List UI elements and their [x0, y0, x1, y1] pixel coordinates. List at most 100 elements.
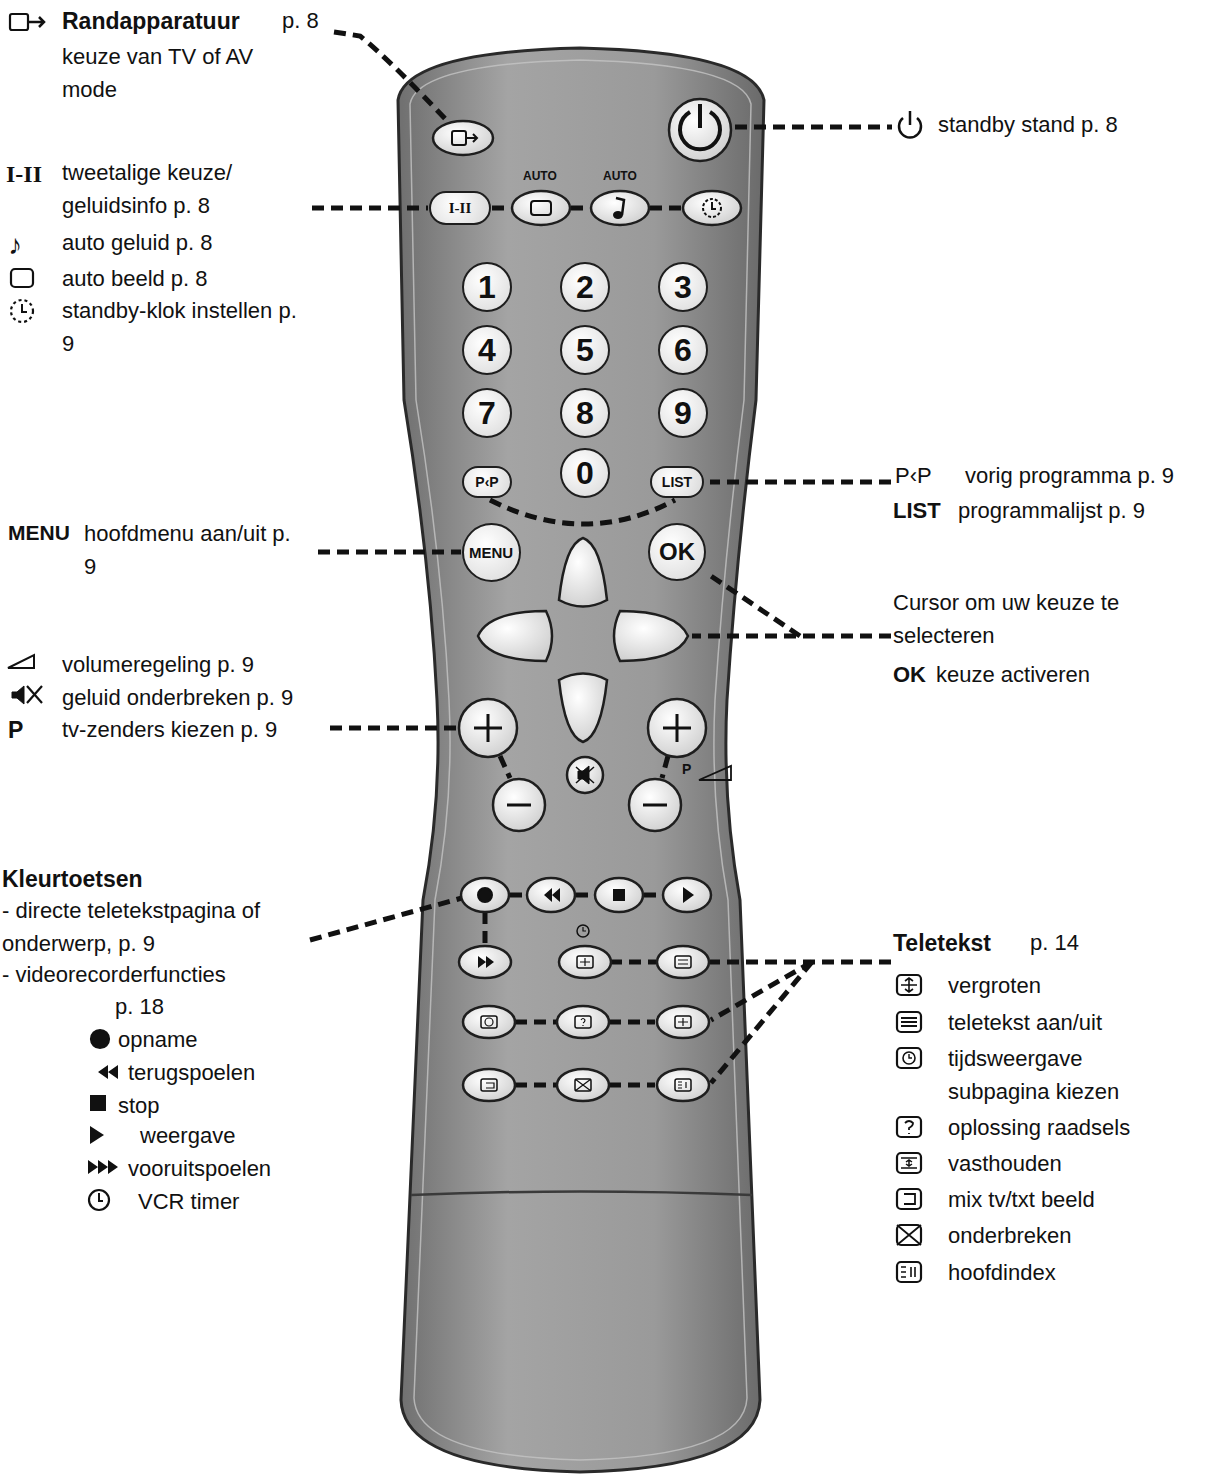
button-symbol-part: [481, 1016, 497, 1028]
button-label: MENU: [469, 544, 513, 561]
remote-button-part: [463, 1006, 515, 1038]
legend-icon-part: [99, 1193, 103, 1201]
callout-heading: AUTO: [603, 170, 637, 183]
remote-button-part: [463, 1069, 515, 1101]
callout-text: tijdsweergave subpagina kiezen: [948, 1042, 1163, 1108]
remote-button-part: [614, 611, 688, 661]
remote-button: LIST: [650, 466, 704, 498]
callout-text: geluid onderbreken p. 9: [62, 681, 293, 714]
legend-icon-part: [91, 1030, 109, 1048]
remote-button: 8: [560, 388, 610, 438]
callout-text: p. 18: [115, 990, 164, 1023]
legend-icon-part: [901, 978, 917, 992]
remote-button-part: [657, 946, 709, 978]
legend-icon-part: [12, 686, 24, 704]
callout-text: onderbreken: [948, 1219, 1072, 1252]
button-symbol-part: [474, 714, 691, 742]
callout-text: auto geluid p. 8: [62, 226, 212, 259]
leader-line-part: [710, 480, 891, 485]
leader-line-part: [318, 550, 461, 555]
leader-line-part: [735, 125, 892, 130]
remote-body-part: [410, 60, 751, 1460]
button-symbol-part: [575, 1079, 591, 1091]
legend-icon-part: [901, 1018, 917, 1026]
button-symbol-part: [575, 1016, 591, 1028]
callout-heading: MENU: [8, 517, 70, 549]
callout-text: standby stand p. 8: [938, 108, 1118, 141]
leader-line-part: [334, 32, 452, 126]
legend-icon-part: [897, 1048, 921, 1068]
callout-heading: I-II: [6, 156, 42, 192]
legend-icon-part: [897, 1225, 921, 1245]
remote-button: 1: [462, 262, 512, 312]
button-label: 4: [478, 332, 496, 369]
callout-heading: P: [8, 713, 23, 748]
remote-body-part: [411, 1192, 752, 1196]
legend-icon-part: [90, 1126, 104, 1144]
remote-button-part: [478, 611, 552, 661]
remote-button: 2: [560, 262, 610, 312]
callout-text: keuze van TV of AV mode: [62, 40, 307, 106]
button-symbol-part: [578, 766, 589, 784]
button-label: LIST: [662, 474, 692, 490]
legend-icon-part: [897, 1225, 921, 1245]
remote-buttons: [433, 99, 741, 1101]
legend-icon-part: [897, 1012, 921, 1032]
remote-body-part: [398, 48, 764, 1472]
button-symbol-part: [678, 1018, 688, 1026]
remote-button-part: [559, 946, 611, 978]
callout-text: volumeregeling p. 9: [62, 648, 254, 681]
leader-line-part: [490, 500, 675, 524]
callout-heading: P: [682, 762, 691, 777]
button-symbol-part: [583, 927, 586, 931]
callout-text: - videorecorderfuncties: [2, 958, 226, 991]
leader-line-part: [711, 962, 812, 1020]
legend-icon-part: [22, 304, 27, 312]
legend-icon-part: [904, 1194, 915, 1204]
callout-text: - directe teletekstpagina of onderwerp, …: [2, 894, 297, 960]
legend-icon-part: [897, 1189, 921, 1209]
callout-text: keuze activeren: [936, 658, 1090, 691]
remote-button-part: [663, 878, 711, 912]
remote-button-part: [459, 946, 511, 978]
button-symbol-part: [613, 889, 625, 901]
remote-body: [398, 48, 764, 1472]
legend-icon-part: [10, 14, 28, 30]
button-symbol-part: [452, 131, 466, 145]
remote-button-part: [557, 1069, 609, 1101]
leader-line-part: [312, 206, 428, 211]
remote-button-part: [567, 757, 603, 793]
button-symbol-part: [481, 1079, 497, 1091]
button-label: OK: [659, 538, 695, 566]
remote-button-part: [527, 878, 575, 912]
button-symbol-part: [683, 887, 694, 903]
leader-line-part: [330, 726, 458, 731]
button-symbol-part: [575, 1079, 591, 1091]
remote-button: 4: [462, 325, 512, 375]
button-label: 8: [576, 395, 594, 432]
button-symbol-part: [678, 960, 688, 964]
remote-button-part: [657, 1006, 709, 1038]
button-symbol-part: [486, 1083, 494, 1088]
remote-button-part: [557, 1006, 609, 1038]
callout-text: vergroten: [948, 969, 1041, 1002]
legend-icon-part: [27, 686, 42, 703]
legend-icon-part: [897, 975, 921, 995]
button-symbol-part: [678, 1082, 686, 1088]
remote-button-part: [657, 1069, 709, 1101]
callout-text: auto beeld p. 8: [62, 262, 208, 295]
legend-icon-part: [897, 1117, 921, 1137]
leader-lines: [310, 32, 892, 1085]
remote-button-part: [595, 878, 643, 912]
button-label: 3: [674, 269, 692, 306]
remote-button: 5: [560, 325, 610, 375]
button-symbol-part: [478, 956, 494, 968]
leader-line-part: [710, 960, 891, 965]
callout-text: tweetalige keuze/ geluidsinfo p. 8: [62, 156, 282, 222]
button-label: 9: [674, 395, 692, 432]
remote-button: 7: [462, 388, 512, 438]
button-label: 1: [478, 269, 496, 306]
button-symbol-part: [531, 201, 551, 215]
remote-button-part: [559, 674, 607, 743]
legend-icon-part: [28, 17, 44, 27]
